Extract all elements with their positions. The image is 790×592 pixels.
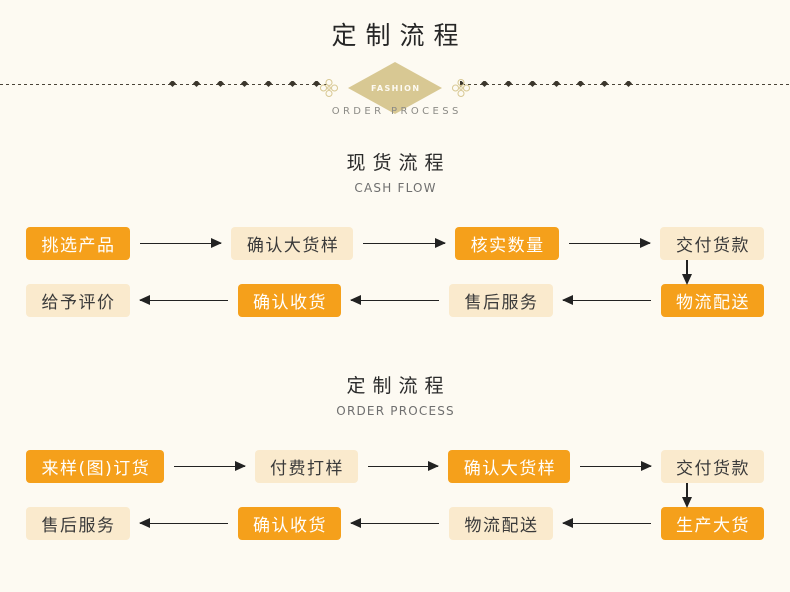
- emblem-label: FASHION: [370, 83, 421, 93]
- row-connector-area: [0, 260, 790, 285]
- flow-arrow-right: [130, 237, 232, 251]
- down-arrow-icon: [681, 260, 693, 285]
- flow-node[interactable]: 核实数量: [455, 227, 559, 260]
- flow-arrow-left: [130, 294, 238, 308]
- arrow-shaft: [368, 465, 439, 468]
- flow-node[interactable]: 确认大货样: [448, 450, 571, 483]
- section-heading-en: CASH FLOW: [354, 181, 437, 195]
- quatrefoil-ornament-left-icon: [318, 77, 340, 99]
- arrow-shaft: [139, 242, 222, 245]
- flow-arrow-right: [570, 460, 660, 474]
- arrow-head: [640, 461, 652, 472]
- down-arrow-icon: [681, 483, 693, 508]
- page-header: 定制流程: [0, 0, 790, 132]
- arrow-head: [681, 497, 692, 508]
- flow-section: 现货流程 CASH FLOW 挑选产品 确认大货样 核实数量 交付货款给予评价 确认收货 售后…: [0, 148, 790, 317]
- arrow-shaft: [139, 522, 228, 525]
- flow-node[interactable]: 交付货款: [660, 227, 764, 260]
- arrow-head: [561, 518, 573, 529]
- flow-node[interactable]: 给予评价: [26, 284, 130, 317]
- flow-node[interactable]: 物流配送: [660, 284, 764, 317]
- quatrefoil-ornament-right-icon: [450, 77, 472, 99]
- flow-row: 给予评价 确认收货 售后服务 物流配送: [0, 284, 790, 317]
- arrow-head: [234, 461, 246, 472]
- arrow-shaft: [174, 465, 245, 468]
- arrow-head: [435, 238, 447, 249]
- arrow-shaft: [562, 299, 651, 302]
- arrow-shaft: [686, 483, 688, 500]
- flow-node[interactable]: 生产大货: [660, 507, 764, 540]
- flow-arrow-right: [358, 460, 448, 474]
- emblem-group: FASHION: [0, 60, 790, 116]
- arrow-head: [350, 518, 361, 529]
- flow-row: 售后服务 确认收货 物流配送 生产大货: [0, 507, 790, 540]
- arrow-head: [681, 274, 692, 285]
- arrow-head: [428, 461, 440, 472]
- arrow-shaft: [139, 299, 228, 302]
- flow-arrow-right: [353, 237, 455, 251]
- flow-arrow-left: [553, 294, 661, 308]
- flow-arrow-right: [164, 460, 254, 474]
- arrow-head: [350, 295, 361, 306]
- flow-arrow-left: [341, 294, 449, 308]
- page-title: 定制流程: [331, 21, 468, 50]
- section-heading: 现货流程 CASH FLOW: [0, 148, 790, 195]
- arrow-shaft: [686, 260, 688, 277]
- flow-node[interactable]: 售后服务: [449, 284, 553, 317]
- decorative-divider: FASHION ORDER PROCESS: [0, 60, 790, 132]
- section-heading-cn: 现货流程: [346, 152, 451, 174]
- arrow-shaft: [363, 242, 446, 245]
- page-subtitle-en: ORDER PROCESS: [331, 106, 462, 117]
- flow-node[interactable]: 确认收货: [237, 507, 341, 540]
- arrow-head: [138, 295, 150, 306]
- flow-node[interactable]: 确认大货样: [231, 227, 354, 260]
- section-heading-cn: 定制流程: [346, 375, 451, 397]
- arrow-head: [211, 238, 223, 249]
- arrow-head: [561, 295, 573, 306]
- arrow-head: [640, 238, 652, 249]
- flow-node[interactable]: 来样(图)订货: [26, 450, 165, 483]
- row-connector-area: [0, 483, 790, 508]
- flow-arrow-right: [559, 237, 661, 251]
- flow-node[interactable]: 挑选产品: [26, 227, 130, 260]
- arrow-shaft: [351, 522, 439, 525]
- flow-node[interactable]: 付费打样: [254, 450, 359, 483]
- flow-arrow-left: [553, 517, 661, 531]
- arrow-shaft: [580, 465, 651, 468]
- flow-section: 定制流程 ORDER PROCESS 来样(图)订货 付费打样 确认大货样 交付货款售后服…: [0, 371, 790, 540]
- flow-node[interactable]: 售后服务: [26, 507, 130, 540]
- section-heading-en: ORDER PROCESS: [336, 404, 455, 418]
- flow-row: 挑选产品 确认大货样 核实数量 交付货款: [0, 227, 790, 260]
- arrow-shaft: [351, 299, 439, 302]
- arrow-head: [138, 518, 150, 529]
- flow-arrow-left: [130, 517, 238, 531]
- section-heading: 定制流程 ORDER PROCESS: [0, 371, 790, 418]
- flow-node[interactable]: 交付货款: [660, 450, 765, 483]
- flow-node[interactable]: 物流配送: [449, 507, 553, 540]
- flow-row: 来样(图)订货 付费打样 确认大货样 交付货款: [0, 450, 790, 483]
- arrow-shaft: [568, 242, 651, 245]
- arrow-shaft: [562, 522, 651, 525]
- flow-arrow-left: [341, 517, 449, 531]
- flow-node[interactable]: 确认收货: [237, 284, 341, 317]
